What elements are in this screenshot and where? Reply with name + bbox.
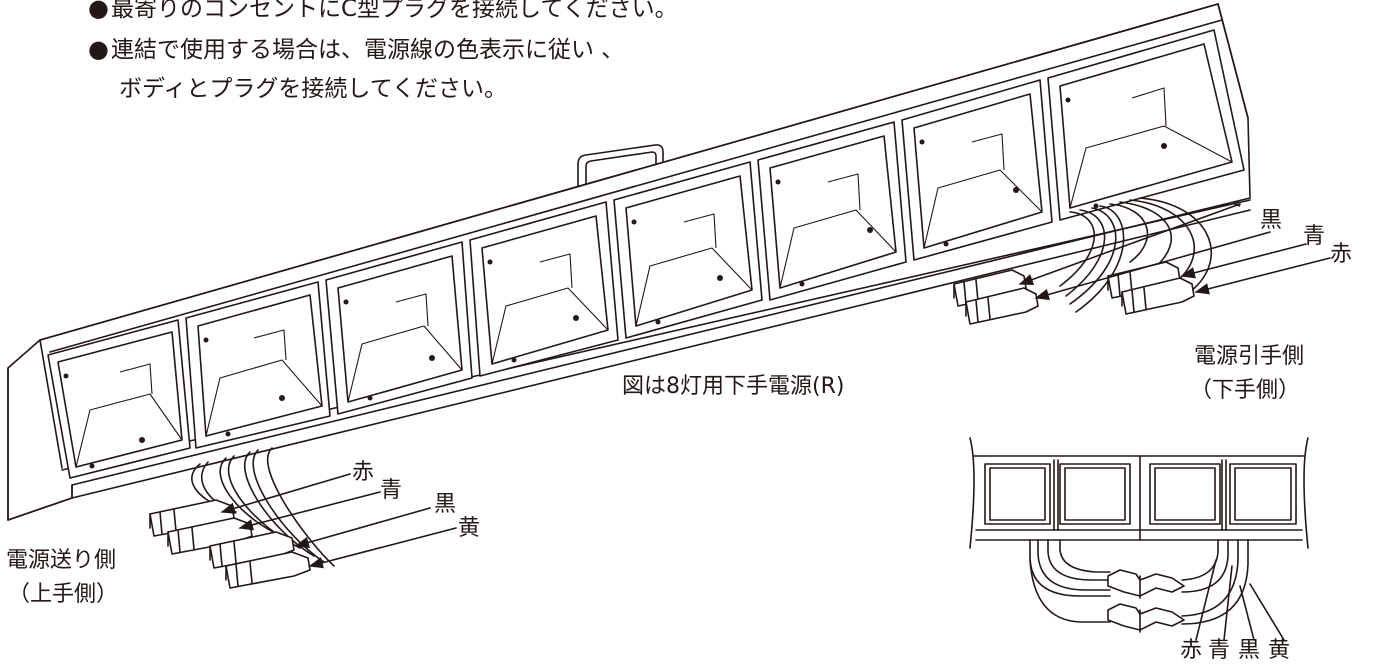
- note-line-1: ●最寄りのコンセントにC型プラグを接続してください。: [88, 0, 678, 24]
- label-black-inset: 黒: [1238, 638, 1261, 663]
- light-cell-2: [185, 281, 331, 449]
- bullet-icon: ●: [88, 35, 109, 63]
- lead-side-arrows: [1018, 203, 1331, 301]
- feed-side-arrows: [220, 473, 457, 569]
- label-red-inset: 赤: [1180, 638, 1203, 663]
- note-line-3: ボディとプラグを接続してください。: [119, 76, 508, 102]
- lead-plug-1: [953, 269, 1027, 307]
- lead-plug-2: [965, 287, 1039, 325]
- lead-side-subtitle: （下手側）: [1190, 378, 1301, 403]
- carry-handle: [577, 144, 664, 189]
- light-cell-1: [47, 319, 191, 479]
- label-red-feed: 赤: [352, 460, 375, 485]
- figure-caption: 図は8灯用下手電源(R): [622, 374, 845, 399]
- light-cell-3: [325, 241, 473, 415]
- lead-side-title: 電源引手側: [1194, 344, 1305, 369]
- light-cell-7: [901, 79, 1053, 261]
- label-black-lead: 黒: [1260, 208, 1283, 233]
- light-cell-4: [469, 201, 619, 377]
- label-red-lead: 赤: [1330, 242, 1353, 267]
- label-black-feed: 黒: [434, 492, 457, 517]
- label-yellow-feed: 黄: [458, 516, 481, 541]
- label-yellow-inset: 黄: [1268, 638, 1291, 663]
- bullet-icon: ●: [88, 0, 109, 22]
- lead-plug-4: [1121, 277, 1195, 315]
- feed-side-subtitle: （上手側）: [8, 582, 119, 607]
- feed-side-title: 電源送り側: [6, 548, 117, 573]
- light-cell-6: [757, 121, 907, 301]
- feed-plug-4: [225, 551, 311, 589]
- label-blue-feed: 青: [380, 478, 403, 503]
- light-cell-8: [1047, 29, 1245, 221]
- feed-plug-3: [209, 531, 295, 569]
- lead-side-cables: [1059, 197, 1213, 313]
- connection-inset: [969, 437, 1309, 641]
- feed-plug-2: [167, 517, 253, 555]
- label-blue-lead: 青: [1303, 224, 1326, 249]
- light-cell-5: [613, 161, 763, 339]
- label-blue-inset: 青: [1208, 638, 1231, 663]
- note-line-2: ●連結で使用する場合は、電源線の色表示に従い 、: [88, 35, 625, 63]
